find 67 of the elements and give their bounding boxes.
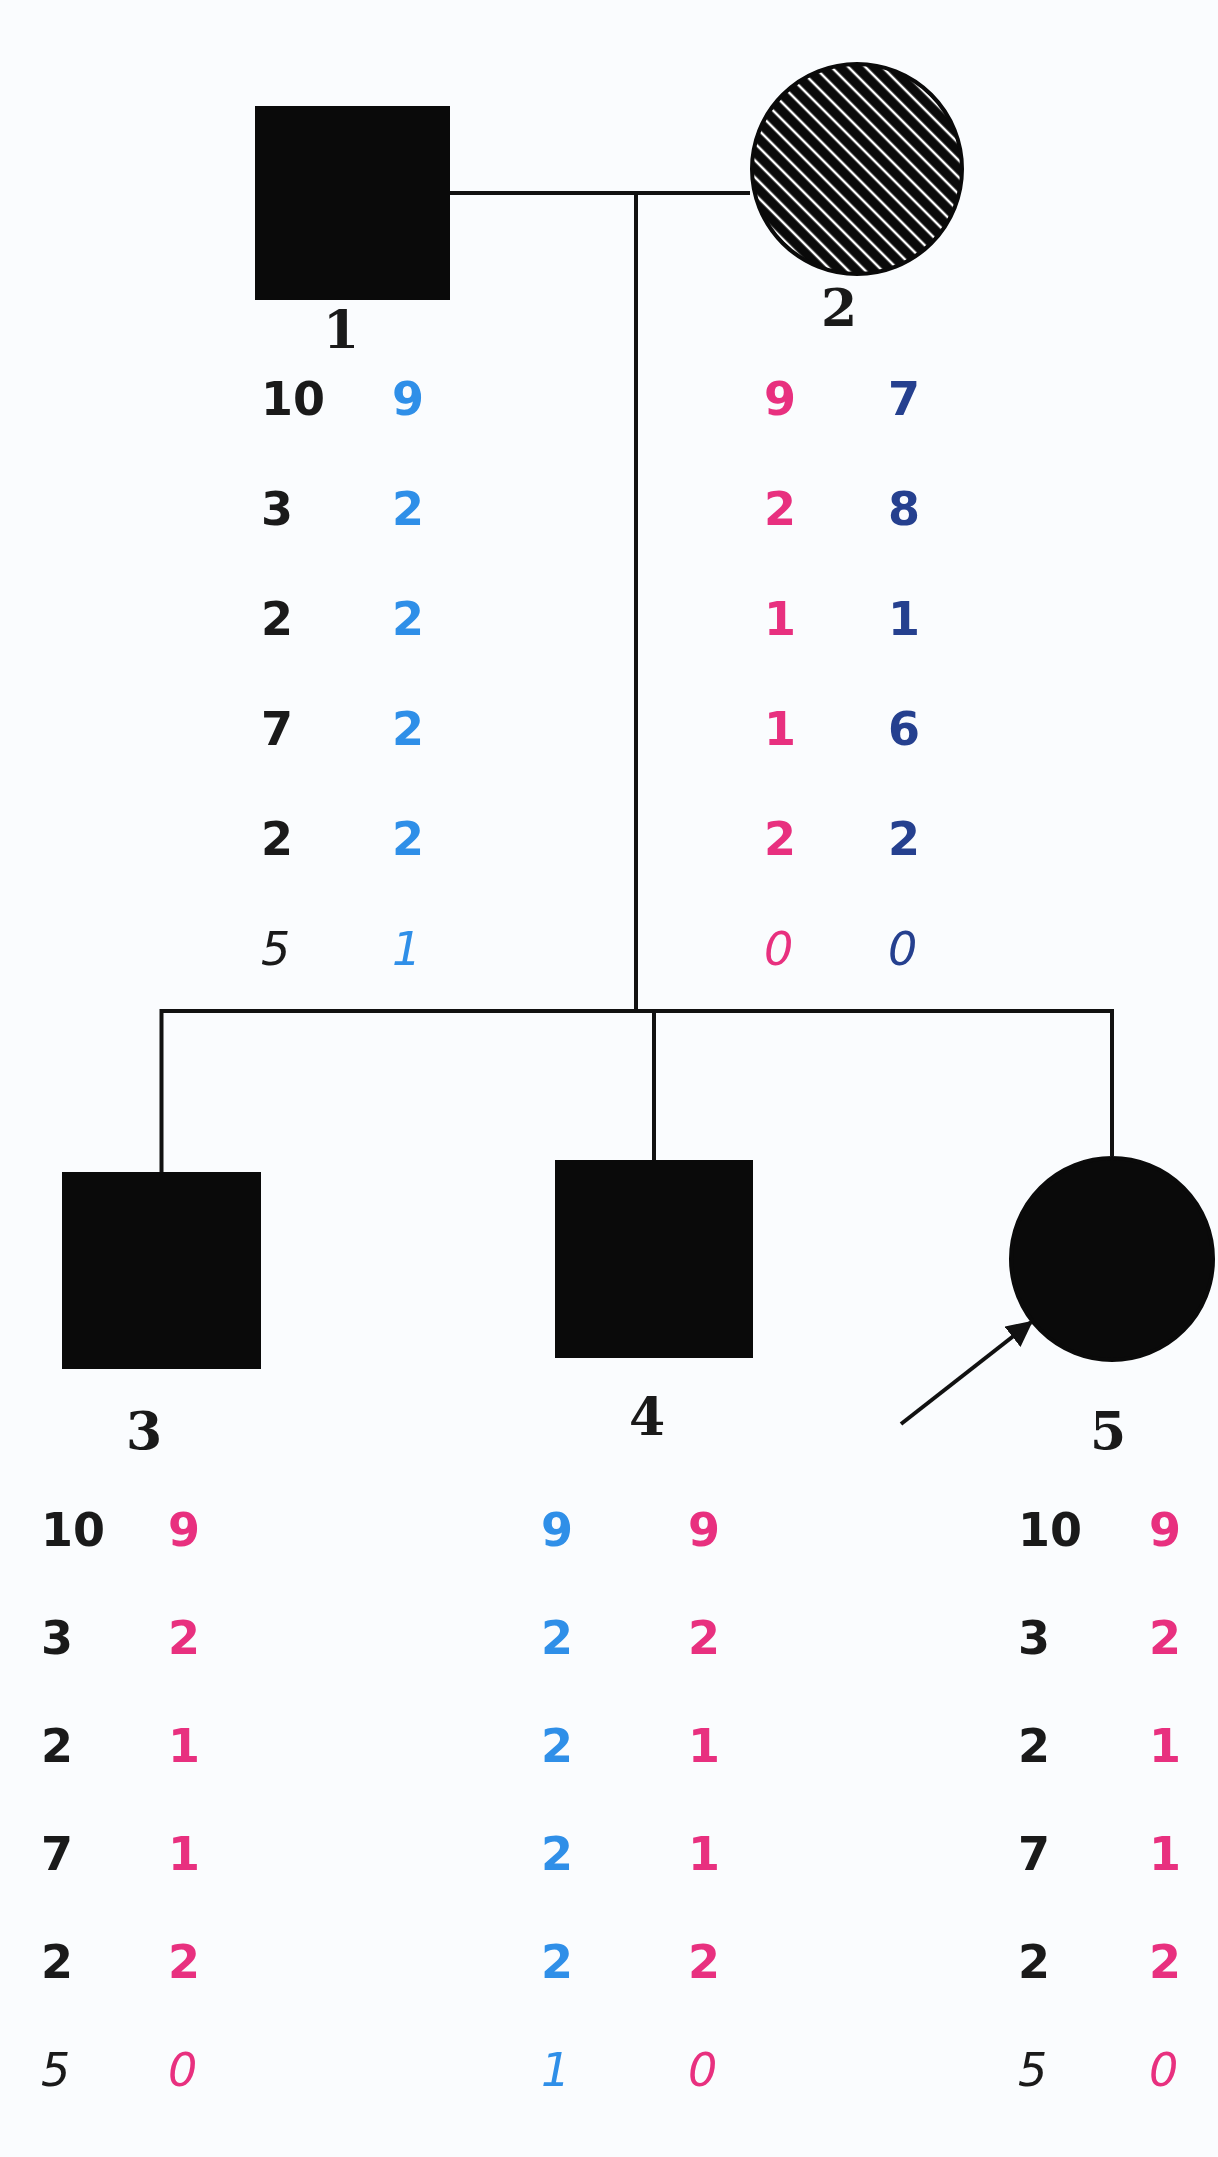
allele-number: 10	[261, 376, 325, 422]
allele-number: 2	[168, 1939, 200, 1985]
allele-number: 1	[541, 2047, 571, 2093]
allele-number: 9	[1149, 1507, 1181, 1553]
allele-number: 1	[888, 596, 920, 642]
allele-number: 2	[392, 816, 424, 862]
allele-number: 2	[764, 816, 796, 862]
allele-number: 2	[541, 1723, 573, 1769]
allele-number: 1	[392, 926, 422, 972]
allele-number: 2	[1149, 1615, 1181, 1661]
allele-number: 2	[688, 1615, 720, 1661]
allele-number: 2	[541, 1615, 573, 1661]
individual-number: 4	[628, 1391, 666, 1443]
allele-number: 7	[888, 376, 920, 422]
allele-number: 1	[168, 1831, 200, 1877]
allele-number: 6	[888, 706, 920, 752]
allele-number: 0	[888, 926, 918, 972]
allele-number: 8	[888, 486, 920, 532]
allele-number: 3	[1018, 1615, 1050, 1661]
allele-number: 2	[41, 1939, 73, 1985]
allele-number: 7	[261, 706, 293, 752]
proband-arrow	[899, 1320, 1033, 1426]
allele-number: 2	[41, 1723, 73, 1769]
individual-number: 5	[1089, 1405, 1127, 1457]
allele-number: 5	[1018, 2047, 1048, 2093]
allele-number: 1	[1149, 1831, 1181, 1877]
allele-number: 9	[541, 1507, 573, 1553]
allele-number: 1	[168, 1723, 200, 1769]
allele-number: 2	[392, 596, 424, 642]
allele-number: 10	[41, 1507, 105, 1553]
allele-number: 9	[392, 376, 424, 422]
allele-number: 2	[392, 706, 424, 752]
allele-number: 2	[1018, 1723, 1050, 1769]
allele-number: 1	[688, 1831, 720, 1877]
allele-number: 0	[688, 2047, 718, 2093]
allele-number: 2	[261, 596, 293, 642]
allele-number: 2	[764, 486, 796, 532]
allele-number: 0	[1149, 2047, 1179, 2093]
allele-number: 1	[688, 1723, 720, 1769]
allele-number: 2	[1149, 1939, 1181, 1985]
allele-number: 2	[392, 486, 424, 532]
allele-number: 7	[41, 1831, 73, 1877]
allele-number: 9	[764, 376, 796, 422]
allele-number: 2	[1018, 1939, 1050, 1985]
allele-number: 2	[168, 1615, 200, 1661]
allele-number: 2	[541, 1831, 573, 1877]
allele-number: 3	[261, 486, 293, 532]
allele-number: 2	[541, 1939, 573, 1985]
allele-number: 2	[261, 816, 293, 862]
individual-number: 2	[820, 282, 858, 334]
allele-number: 1	[764, 596, 796, 642]
allele-number: 1	[764, 706, 796, 752]
individual-number: 1	[322, 304, 360, 356]
allele-number: 0	[168, 2047, 198, 2093]
allele-number: 5	[41, 2047, 71, 2093]
allele-number: 2	[888, 816, 920, 862]
allele-number: 7	[1018, 1831, 1050, 1877]
allele-number: 9	[688, 1507, 720, 1553]
allele-number: 0	[764, 926, 794, 972]
allele-number: 1	[1149, 1723, 1181, 1769]
allele-number: 9	[168, 1507, 200, 1553]
allele-number: 3	[41, 1615, 73, 1661]
allele-number: 5	[261, 926, 291, 972]
marriage-line	[450, 191, 750, 195]
individual-number: 3	[125, 1405, 163, 1457]
allele-number: 2	[688, 1939, 720, 1985]
allele-number: 10	[1018, 1507, 1082, 1553]
